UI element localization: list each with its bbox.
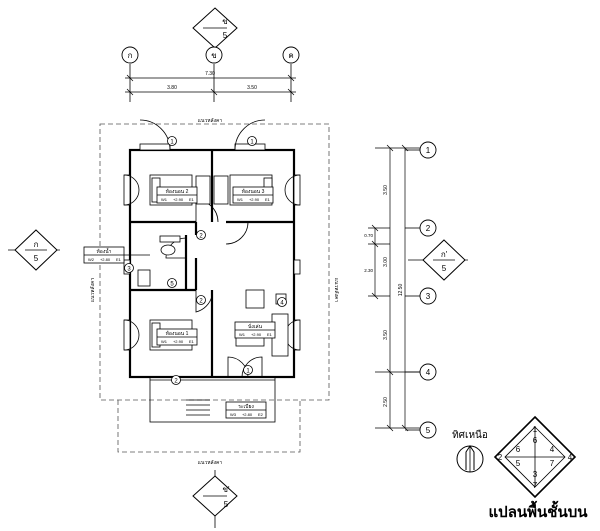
svg-text:ห้องนอน 3: ห้องนอน 3 — [242, 188, 265, 195]
svg-text:E1: E1 — [116, 257, 122, 262]
svg-text:3.50: 3.50 — [383, 330, 389, 340]
svg-text:+2.80: +2.80 — [242, 412, 253, 417]
grid-col-2: ข — [211, 51, 216, 60]
room-tag-bathroom: ห้องน้ำ W2 +2.80 E1 — [83, 246, 150, 264]
svg-text:W2: W2 — [88, 257, 95, 262]
grid-column-bubbles: ก ข ค — [121, 46, 300, 102]
key-num-top-1: 1 — [533, 425, 538, 434]
grid-row-bubbles: 1 2 3 4 5 — [405, 141, 437, 439]
svg-text:+2.90: +2.90 — [173, 339, 184, 344]
grid-row-4: 4 — [426, 368, 431, 377]
section-marker-right: ก' 5 — [408, 239, 468, 281]
room-tag-bedroom3: ห้องนอน 3 W1 +2.90 E1 — [232, 186, 274, 204]
dim-overall-width: 7.30 — [205, 71, 215, 77]
section-left-number: 5 — [34, 254, 39, 263]
svg-text:ระเบียง: ระเบียง — [238, 403, 254, 410]
svg-text:3: 3 — [127, 267, 131, 273]
svg-text:W1: W1 — [239, 332, 246, 337]
svg-text:1: 1 — [250, 140, 254, 146]
section-marker-left: ก 5 — [8, 229, 60, 271]
svg-text:W1: W1 — [161, 197, 168, 202]
svg-text:1: 1 — [246, 369, 250, 375]
svg-text:2: 2 — [174, 379, 178, 385]
svg-text:W3: W3 — [230, 412, 237, 417]
svg-text:E2: E2 — [258, 412, 264, 417]
svg-text:2: 2 — [199, 299, 203, 305]
doors — [165, 199, 263, 378]
svg-text:ห้องน้ำ: ห้องน้ำ — [97, 246, 112, 255]
svg-text:+2.90: +2.90 — [251, 332, 262, 337]
key-num-top-6: 6 — [533, 436, 538, 445]
grid-row-1: 1 — [426, 146, 431, 155]
section-marker-bottom: ข' 5 — [192, 470, 238, 528]
eaves-label-top: แนวหลังคา — [198, 118, 223, 124]
grid-row-2: 2 — [426, 224, 431, 233]
section-left-letter: ก — [34, 240, 39, 249]
section-bottom-number: 5 — [224, 500, 229, 509]
svg-text:ห้องนอน 1: ห้องนอน 1 — [166, 330, 189, 337]
svg-text:ห้องนอน 2: ห้องนอน 2 — [166, 188, 189, 195]
section-right-letter: ก' — [441, 250, 448, 259]
room-tag-balcony: ระเบียง W3 +2.80 E2 — [225, 401, 267, 419]
key-num-right-4b: 4 — [550, 445, 555, 454]
key-num-bottom-7: 7 — [533, 481, 538, 490]
grid-row-3: 3 — [426, 292, 431, 301]
room-tag-bedroom2: ห้องนอน 2 W1 +2.90 E1 — [156, 186, 198, 204]
svg-text:W1: W1 — [237, 197, 244, 202]
key-num-right-7: 7 — [550, 459, 555, 468]
eaves-label-bottom: แนวหลังคา — [198, 460, 223, 466]
key-plan-diagram: 1 6 2 6 4 5 4 7 3 7 — [493, 415, 577, 499]
key-num-left-2: 2 — [498, 453, 503, 462]
grid-col-3: ค — [288, 51, 293, 60]
svg-text:E1: E1 — [267, 332, 273, 337]
key-num-right-5: 5 — [516, 459, 521, 468]
svg-text:12.50: 12.50 — [398, 284, 404, 297]
section-marker-top: ข 5 — [192, 7, 238, 49]
svg-text:+2.90: +2.90 — [173, 197, 184, 202]
dim-span-left: 3.80 — [167, 85, 177, 91]
section-top-letter: ข — [222, 17, 227, 26]
detail-callouts: 1 1 2 2 2 3 5 1 4 — [124, 136, 287, 385]
vertical-dimensions: 3.50 0.70 2.30 3.00 3.50 2.50 12.50 — [364, 144, 420, 432]
svg-text:0.70: 0.70 — [364, 233, 373, 238]
svg-text:W1: W1 — [161, 339, 168, 344]
section-top-number: 5 — [223, 31, 228, 40]
svg-text:+2.90: +2.90 — [249, 197, 260, 202]
roof-eaves-outline: แนวหลังคา แนวหลังคา แนวหลังคา แนวหลังคา — [90, 118, 339, 466]
svg-text:2.50: 2.50 — [383, 397, 389, 407]
key-num-bottom-3: 3 — [533, 470, 538, 479]
section-right-number: 5 — [442, 264, 447, 273]
svg-text:+2.80: +2.80 — [100, 257, 111, 262]
svg-text:E1: E1 — [265, 197, 271, 202]
svg-text:5: 5 — [170, 282, 174, 288]
grid-col-1: ก — [128, 51, 133, 60]
eaves-label-right: แนวหลังคา — [333, 278, 339, 303]
eaves-label-left: แนวหลังคา — [90, 278, 96, 303]
svg-text:นั่งเล่น: นั่งเล่น — [248, 323, 263, 330]
svg-text:3.50: 3.50 — [383, 185, 389, 195]
svg-text:3.00: 3.00 — [383, 257, 389, 267]
svg-text:E1: E1 — [189, 339, 195, 344]
section-bottom-letter: ข' — [223, 485, 230, 494]
room-tag-family: นั่งเล่น W1 +2.90 E1 — [234, 321, 276, 339]
windows — [123, 119, 301, 351]
svg-text:2.30: 2.30 — [364, 268, 373, 273]
svg-text:4: 4 — [280, 301, 284, 307]
drawing-title: แปลนพื้นชั้นบน — [489, 500, 589, 521]
key-num-left-6: 6 — [516, 445, 521, 454]
room-tag-bedroom1: ห้องนอน 1 W1 +2.90 E1 — [156, 328, 198, 346]
key-num-right-4: 4 — [568, 453, 573, 462]
grid-row-5: 5 — [426, 426, 431, 435]
horizontal-dimensions: 7.30 3.80 3.50 — [125, 71, 296, 96]
north-arrow: ทิศเหนือ — [452, 429, 488, 473]
north-label: ทิศเหนือ — [452, 429, 488, 441]
svg-text:E1: E1 — [189, 197, 195, 202]
dim-span-right: 3.50 — [247, 85, 257, 91]
svg-text:2: 2 — [199, 234, 203, 240]
svg-text:1: 1 — [170, 140, 174, 146]
